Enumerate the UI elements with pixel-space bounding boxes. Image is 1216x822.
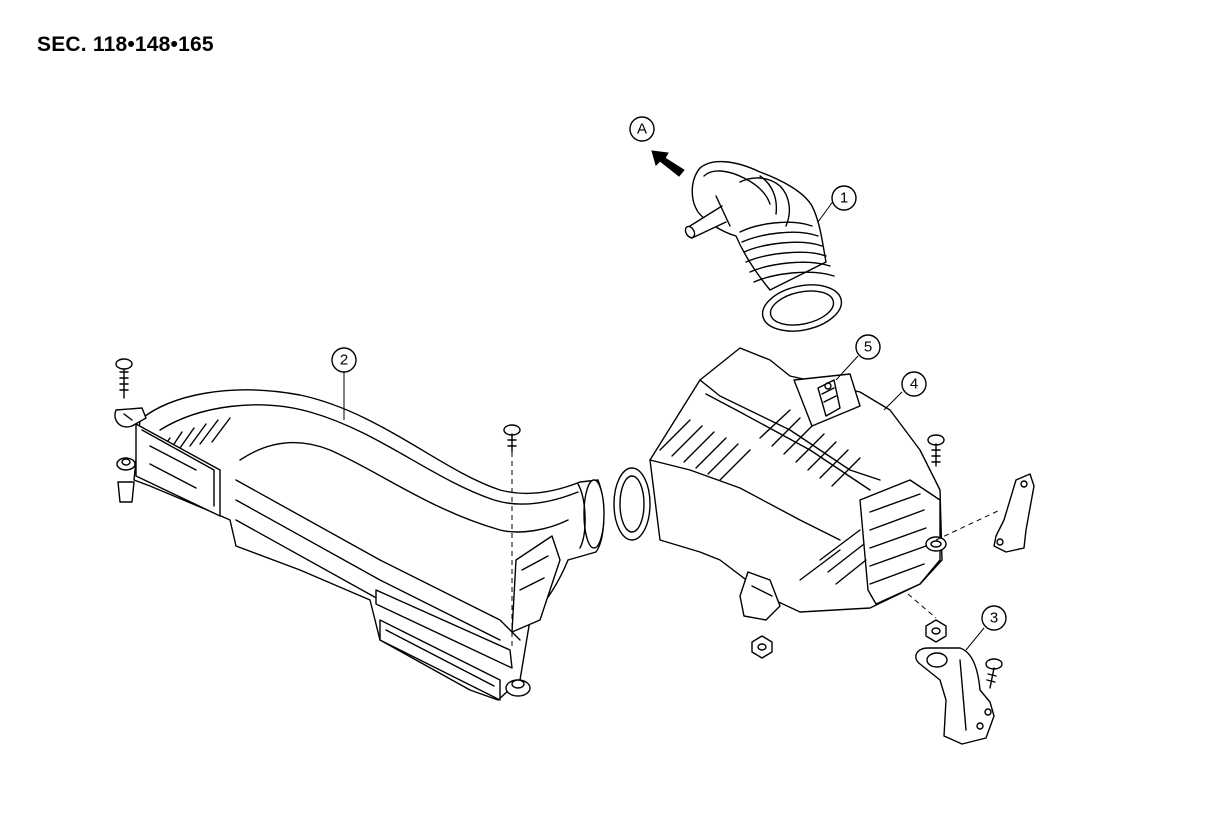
air-duct-hose: 1 [684,160,857,332]
view-a-label: A [637,121,647,138]
callout-5: 5 [864,339,872,356]
view-arrow-icon [651,150,685,177]
view-a-indicator: A [629,116,685,177]
upper-bracket-and-bolt [927,434,1035,553]
callout-2: 2 [340,352,348,369]
section-reference: SEC. 118•148•165 [37,33,214,56]
view-a-circle [629,116,655,142]
mounting-bracket: 3 [907,593,1007,745]
callout-1: 1 [840,190,848,207]
callout-4: 4 [910,376,918,393]
air-inlet-duct: 2 [114,347,605,701]
mass-air-flow-sensor: 5 [817,334,881,417]
air-cleaner-case: 4 [613,347,947,659]
callout-3: 3 [990,610,998,627]
